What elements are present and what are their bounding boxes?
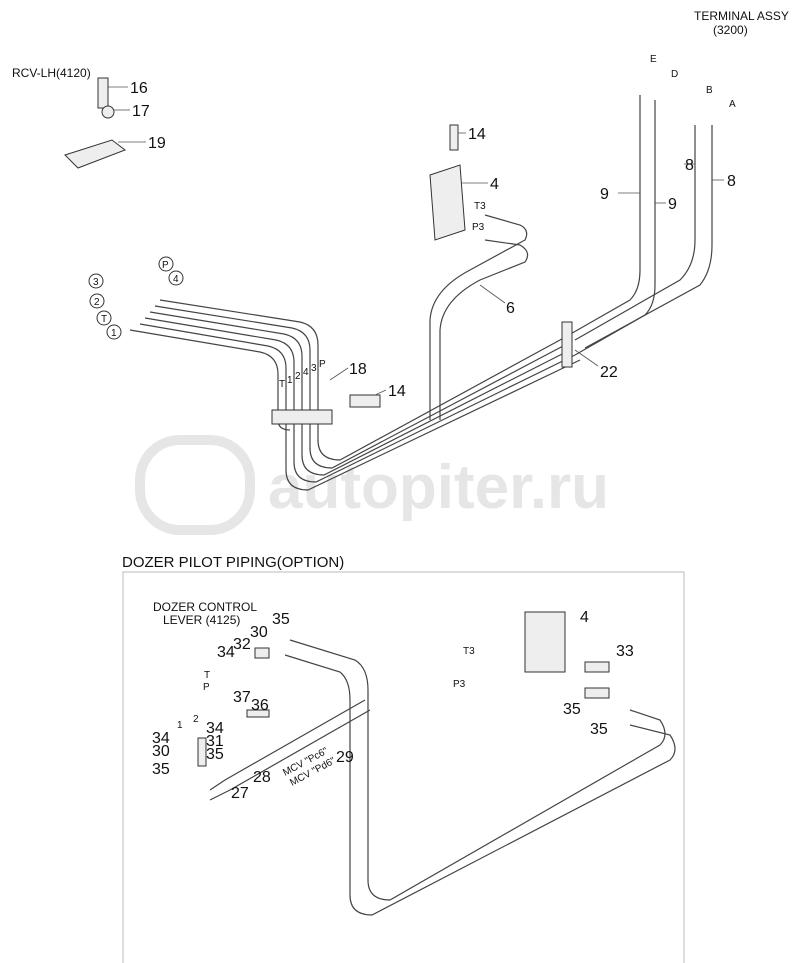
bolt-16: [97, 77, 109, 109]
dozer-port-t: T: [204, 670, 210, 681]
bolt-36: [246, 709, 270, 718]
callout-8: 8: [685, 157, 694, 174]
callout-14b: 14: [388, 383, 406, 400]
callout-31: 31: [206, 733, 224, 750]
pipe-port-t: T: [279, 379, 285, 390]
dozer-title: DOZER PILOT PIPING(OPTION): [122, 554, 344, 571]
callout-14: 14: [468, 126, 486, 143]
dozer-port-t3: T3: [463, 646, 475, 657]
pipe-port-3: 3: [311, 363, 317, 374]
port-d: D: [671, 69, 678, 80]
leader-lines: [108, 86, 724, 396]
dozer-port-2: 2: [193, 714, 199, 725]
callout-35e: 35: [590, 721, 608, 738]
callout-34c: 34: [152, 730, 170, 747]
callout-36: 36: [251, 697, 269, 714]
callout-8b: 8: [727, 173, 736, 190]
watermark-text: autopiter.ru: [268, 453, 609, 522]
port-b: B: [706, 85, 713, 96]
callout-16: 16: [130, 80, 148, 97]
circled-2: 2: [94, 297, 100, 308]
callout-4: 4: [490, 176, 499, 193]
dozer-port-p: P: [203, 682, 210, 693]
clamp-22: [561, 321, 573, 368]
bolt-14b: [349, 394, 381, 408]
circled-t: T: [101, 314, 107, 325]
callout-9b: 9: [668, 196, 677, 213]
tee-33b: [584, 687, 610, 699]
callout-32: 32: [233, 636, 251, 653]
adapter-30: [197, 737, 207, 767]
port-a: A: [729, 99, 736, 110]
callout-29: 29: [336, 749, 354, 766]
callout-4-dozer: 4: [580, 609, 589, 626]
callout-35d: 35: [563, 701, 581, 718]
callout-34b: 34: [206, 720, 224, 737]
callout-22: 22: [600, 364, 618, 381]
circled-3: 3: [93, 277, 99, 288]
circled-4: 4: [173, 274, 179, 285]
callout-9: 9: [600, 186, 609, 203]
rcv-pipe-bundle: [129, 95, 713, 491]
watermark-logo: autopiter.ru: [135, 435, 609, 535]
clamp-18: [271, 409, 333, 425]
terminal-assy-code: (3200): [713, 23, 748, 37]
tee-33a: [584, 661, 610, 673]
lever-label-2: LEVER (4125): [163, 613, 240, 627]
callout-35b: 35: [206, 746, 224, 763]
terminal-assy-title: TERMINAL ASSY: [694, 9, 789, 23]
callout-6: 6: [506, 300, 515, 317]
plate-19: [64, 139, 127, 169]
callout-33: 33: [616, 643, 634, 660]
bracket-4: [429, 164, 466, 241]
dozer-port-p3: P3: [453, 679, 466, 690]
pipe-port-1: 1: [287, 375, 293, 386]
pipe-port-p: P: [319, 359, 326, 370]
dozer-port-1: 1: [177, 720, 183, 731]
callout-19: 19: [148, 135, 166, 152]
circled-port-labels: P 4 3 2 T 1: [88, 256, 184, 340]
dozer-bracket-4: [524, 611, 566, 673]
rcv-label: RCV-LH(4120): [12, 66, 91, 80]
dozer-frame: [122, 571, 685, 963]
callout-35: 35: [272, 611, 290, 628]
callout-27: 27: [231, 785, 249, 802]
callout-37: 37: [233, 689, 251, 706]
callout-34: 34: [217, 644, 235, 661]
dozer-labels: DOZER CONTROL LEVER (4125) MCV "Pc6" MCV…: [152, 600, 634, 802]
port-p3: P3: [472, 222, 485, 233]
circled-p: P: [162, 260, 169, 271]
dozer-pipes: [197, 611, 676, 916]
lever-label-1: DOZER CONTROL: [153, 600, 257, 614]
pipe-port-2: 2: [295, 371, 301, 382]
callout-28: 28: [253, 769, 271, 786]
callout-18: 18: [349, 361, 367, 378]
callout-17: 17: [132, 103, 150, 120]
circled-1: 1: [111, 328, 117, 339]
callout-30b: 30: [152, 743, 170, 760]
washer-17: [101, 105, 115, 119]
rcv-mount-parts: [64, 77, 466, 408]
pipe-port-4: 4: [303, 367, 309, 378]
callout-30: 30: [250, 624, 268, 641]
port-t3: T3: [474, 201, 486, 212]
adapter-30a: [254, 647, 270, 659]
callout-35c: 35: [152, 761, 170, 778]
bolt-14: [449, 124, 459, 151]
port-e: E: [650, 54, 657, 65]
upper-labels: TERMINAL ASSY (3200) RCV-LH(4120) 16 17 …: [12, 9, 789, 400]
